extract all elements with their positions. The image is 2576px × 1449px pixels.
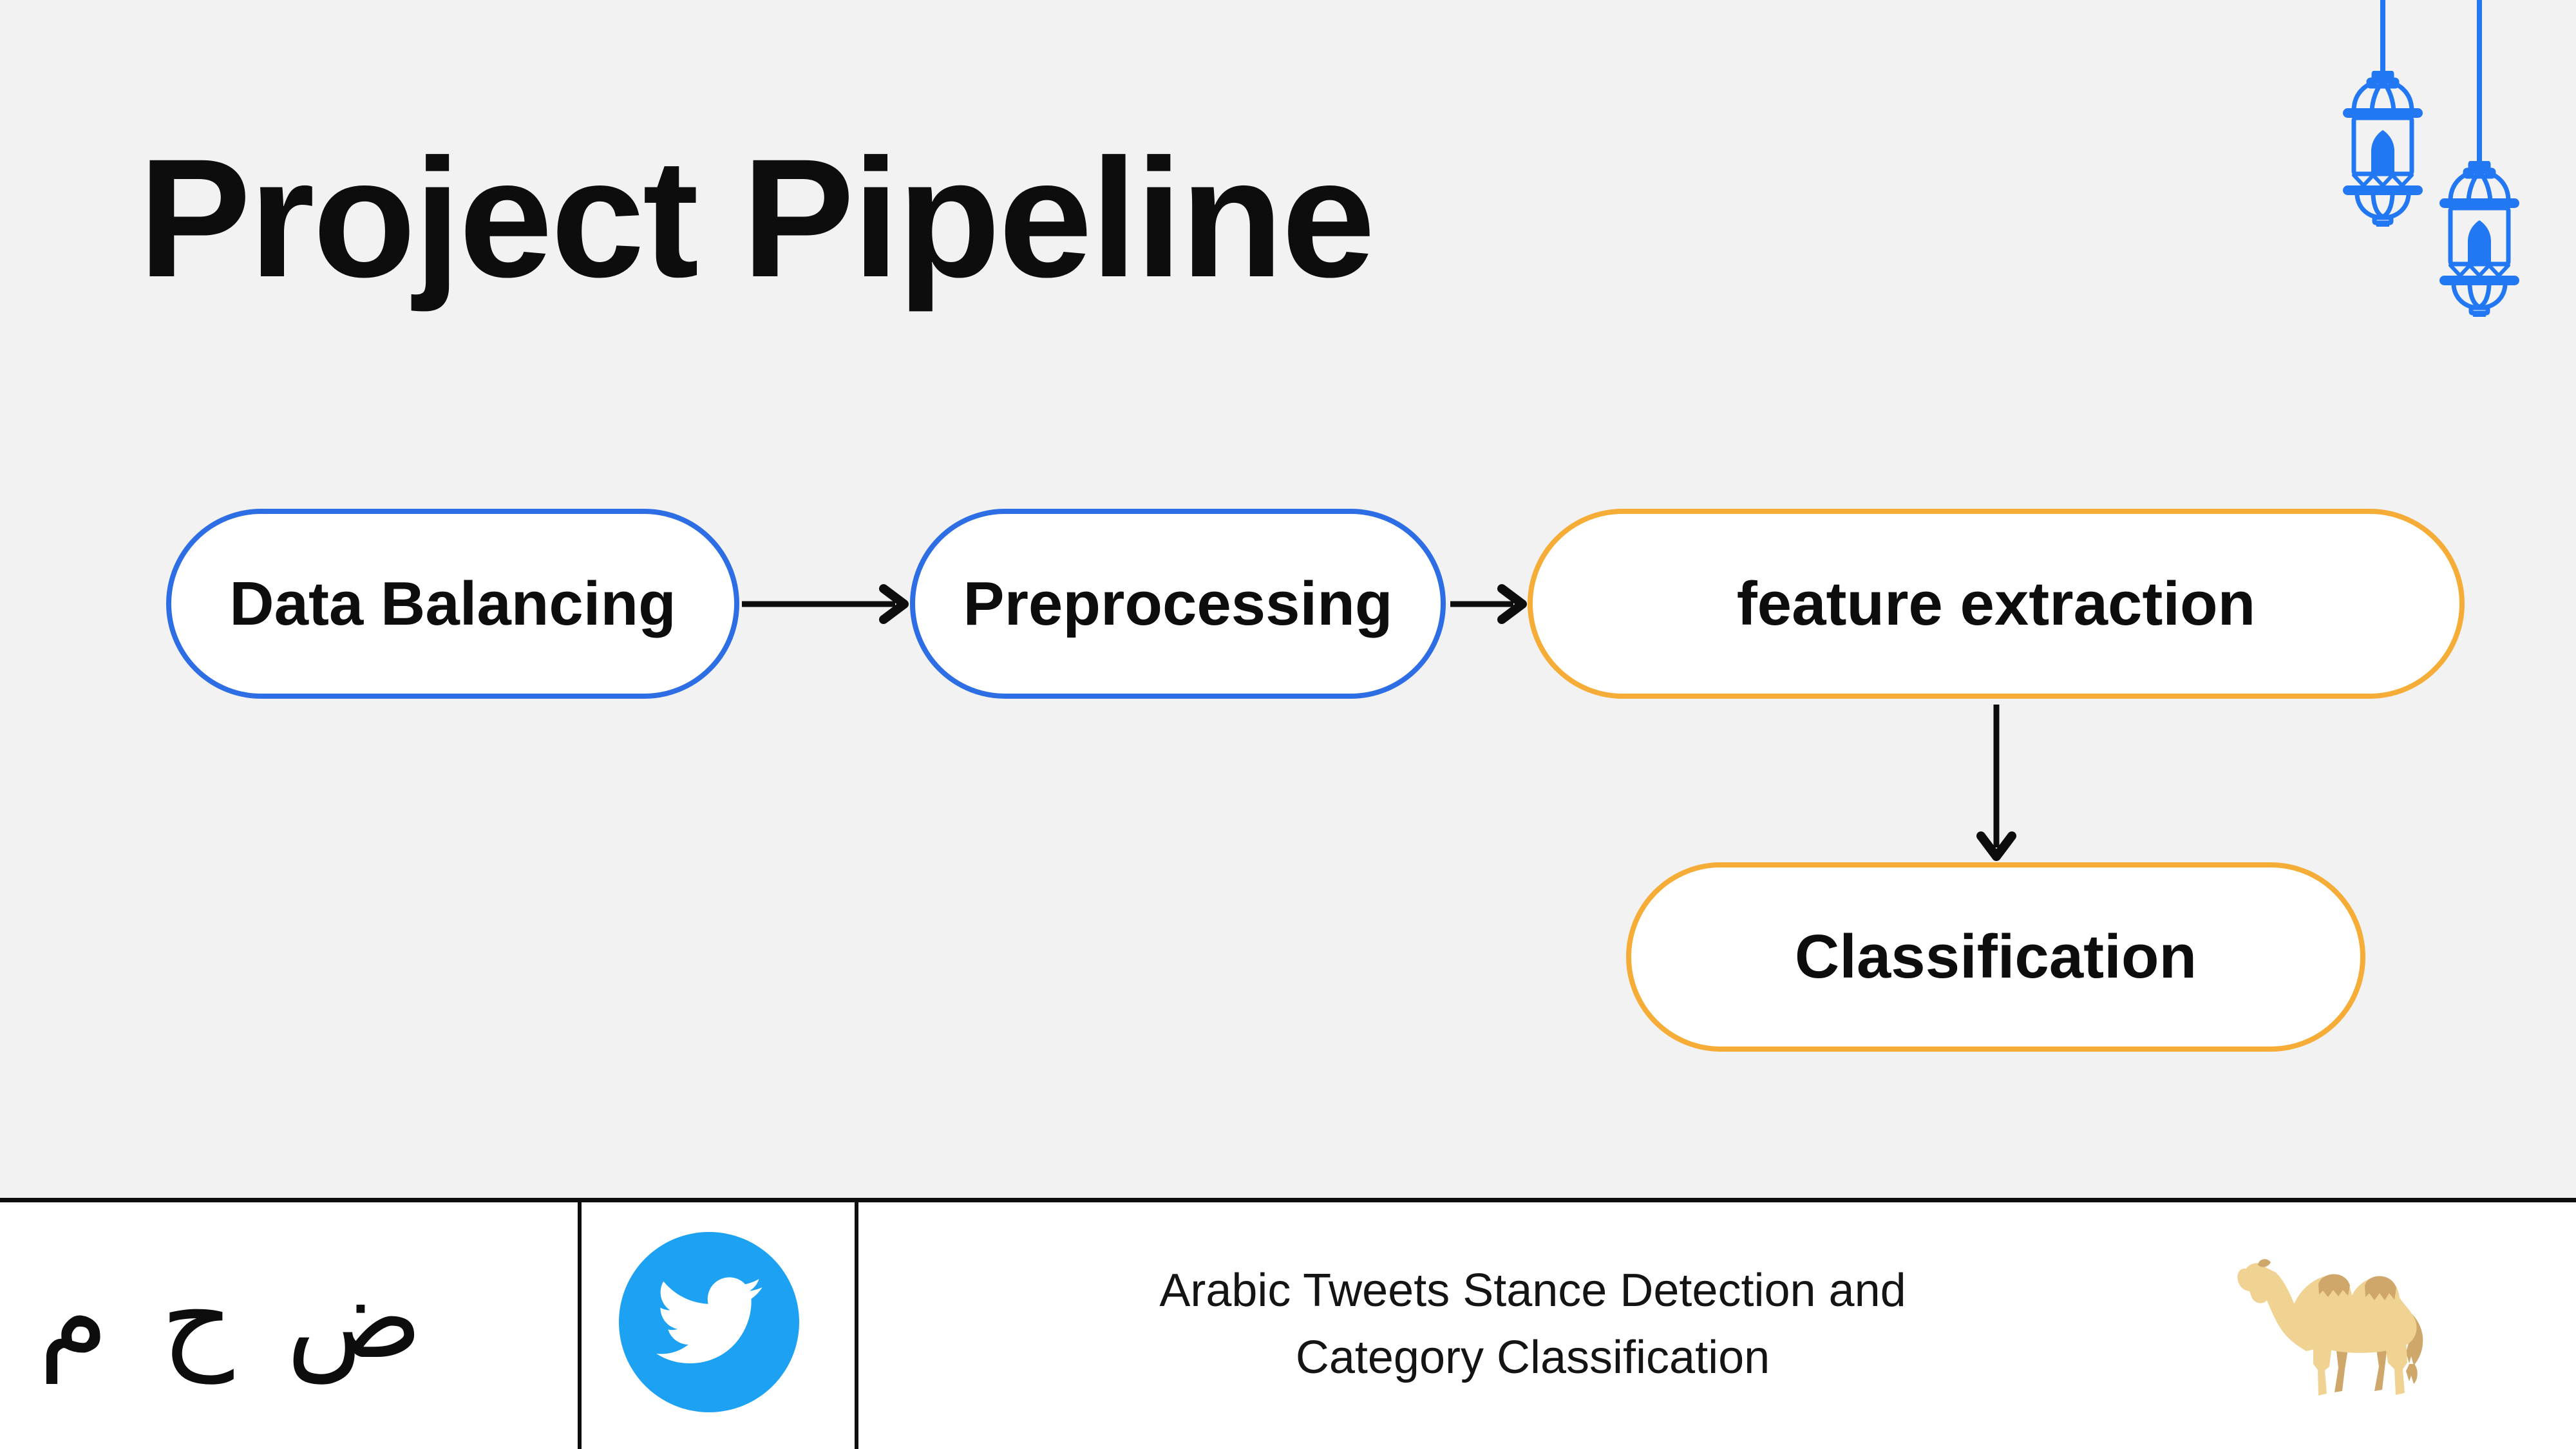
- node-data-balancing: Data Balancing: [166, 509, 739, 699]
- arrow-down-icon: [1976, 705, 2016, 861]
- node-preprocessing: Preprocessing: [910, 509, 1446, 699]
- arabic-letters: ض ح م: [39, 1253, 423, 1384]
- camel-icon: [2237, 1259, 2423, 1396]
- node-feature-extraction: feature extraction: [1528, 509, 2465, 699]
- twitter-icon: [619, 1232, 799, 1412]
- footer-caption-line2: Category Classification: [1295, 1332, 1770, 1383]
- node-label: Data Balancing: [229, 569, 676, 638]
- footer-bar: [0, 1202, 2576, 1449]
- footer-caption: Arabic Tweets Stance Detection and Categ…: [863, 1257, 2202, 1391]
- node-label: Preprocessing: [963, 569, 1393, 638]
- lantern-string: [2477, 0, 2482, 166]
- page-title: Project Pipeline: [138, 124, 1376, 312]
- node-label: Classification: [1794, 922, 2197, 991]
- footer-divider: [578, 1202, 582, 1449]
- lantern-string: [2380, 0, 2385, 76]
- lantern-icon: [2343, 71, 2423, 227]
- footer-top-rule: [0, 1198, 2576, 1202]
- node-classification: Classification: [1626, 862, 2365, 1052]
- footer-divider: [855, 1202, 858, 1449]
- footer-caption-line1: Arabic Tweets Stance Detection and: [1159, 1265, 1906, 1316]
- arrow-right-icon: [742, 584, 909, 624]
- node-label: feature extraction: [1736, 569, 2256, 638]
- arrow-right-icon: [1450, 584, 1527, 624]
- lantern-icon: [2439, 161, 2519, 317]
